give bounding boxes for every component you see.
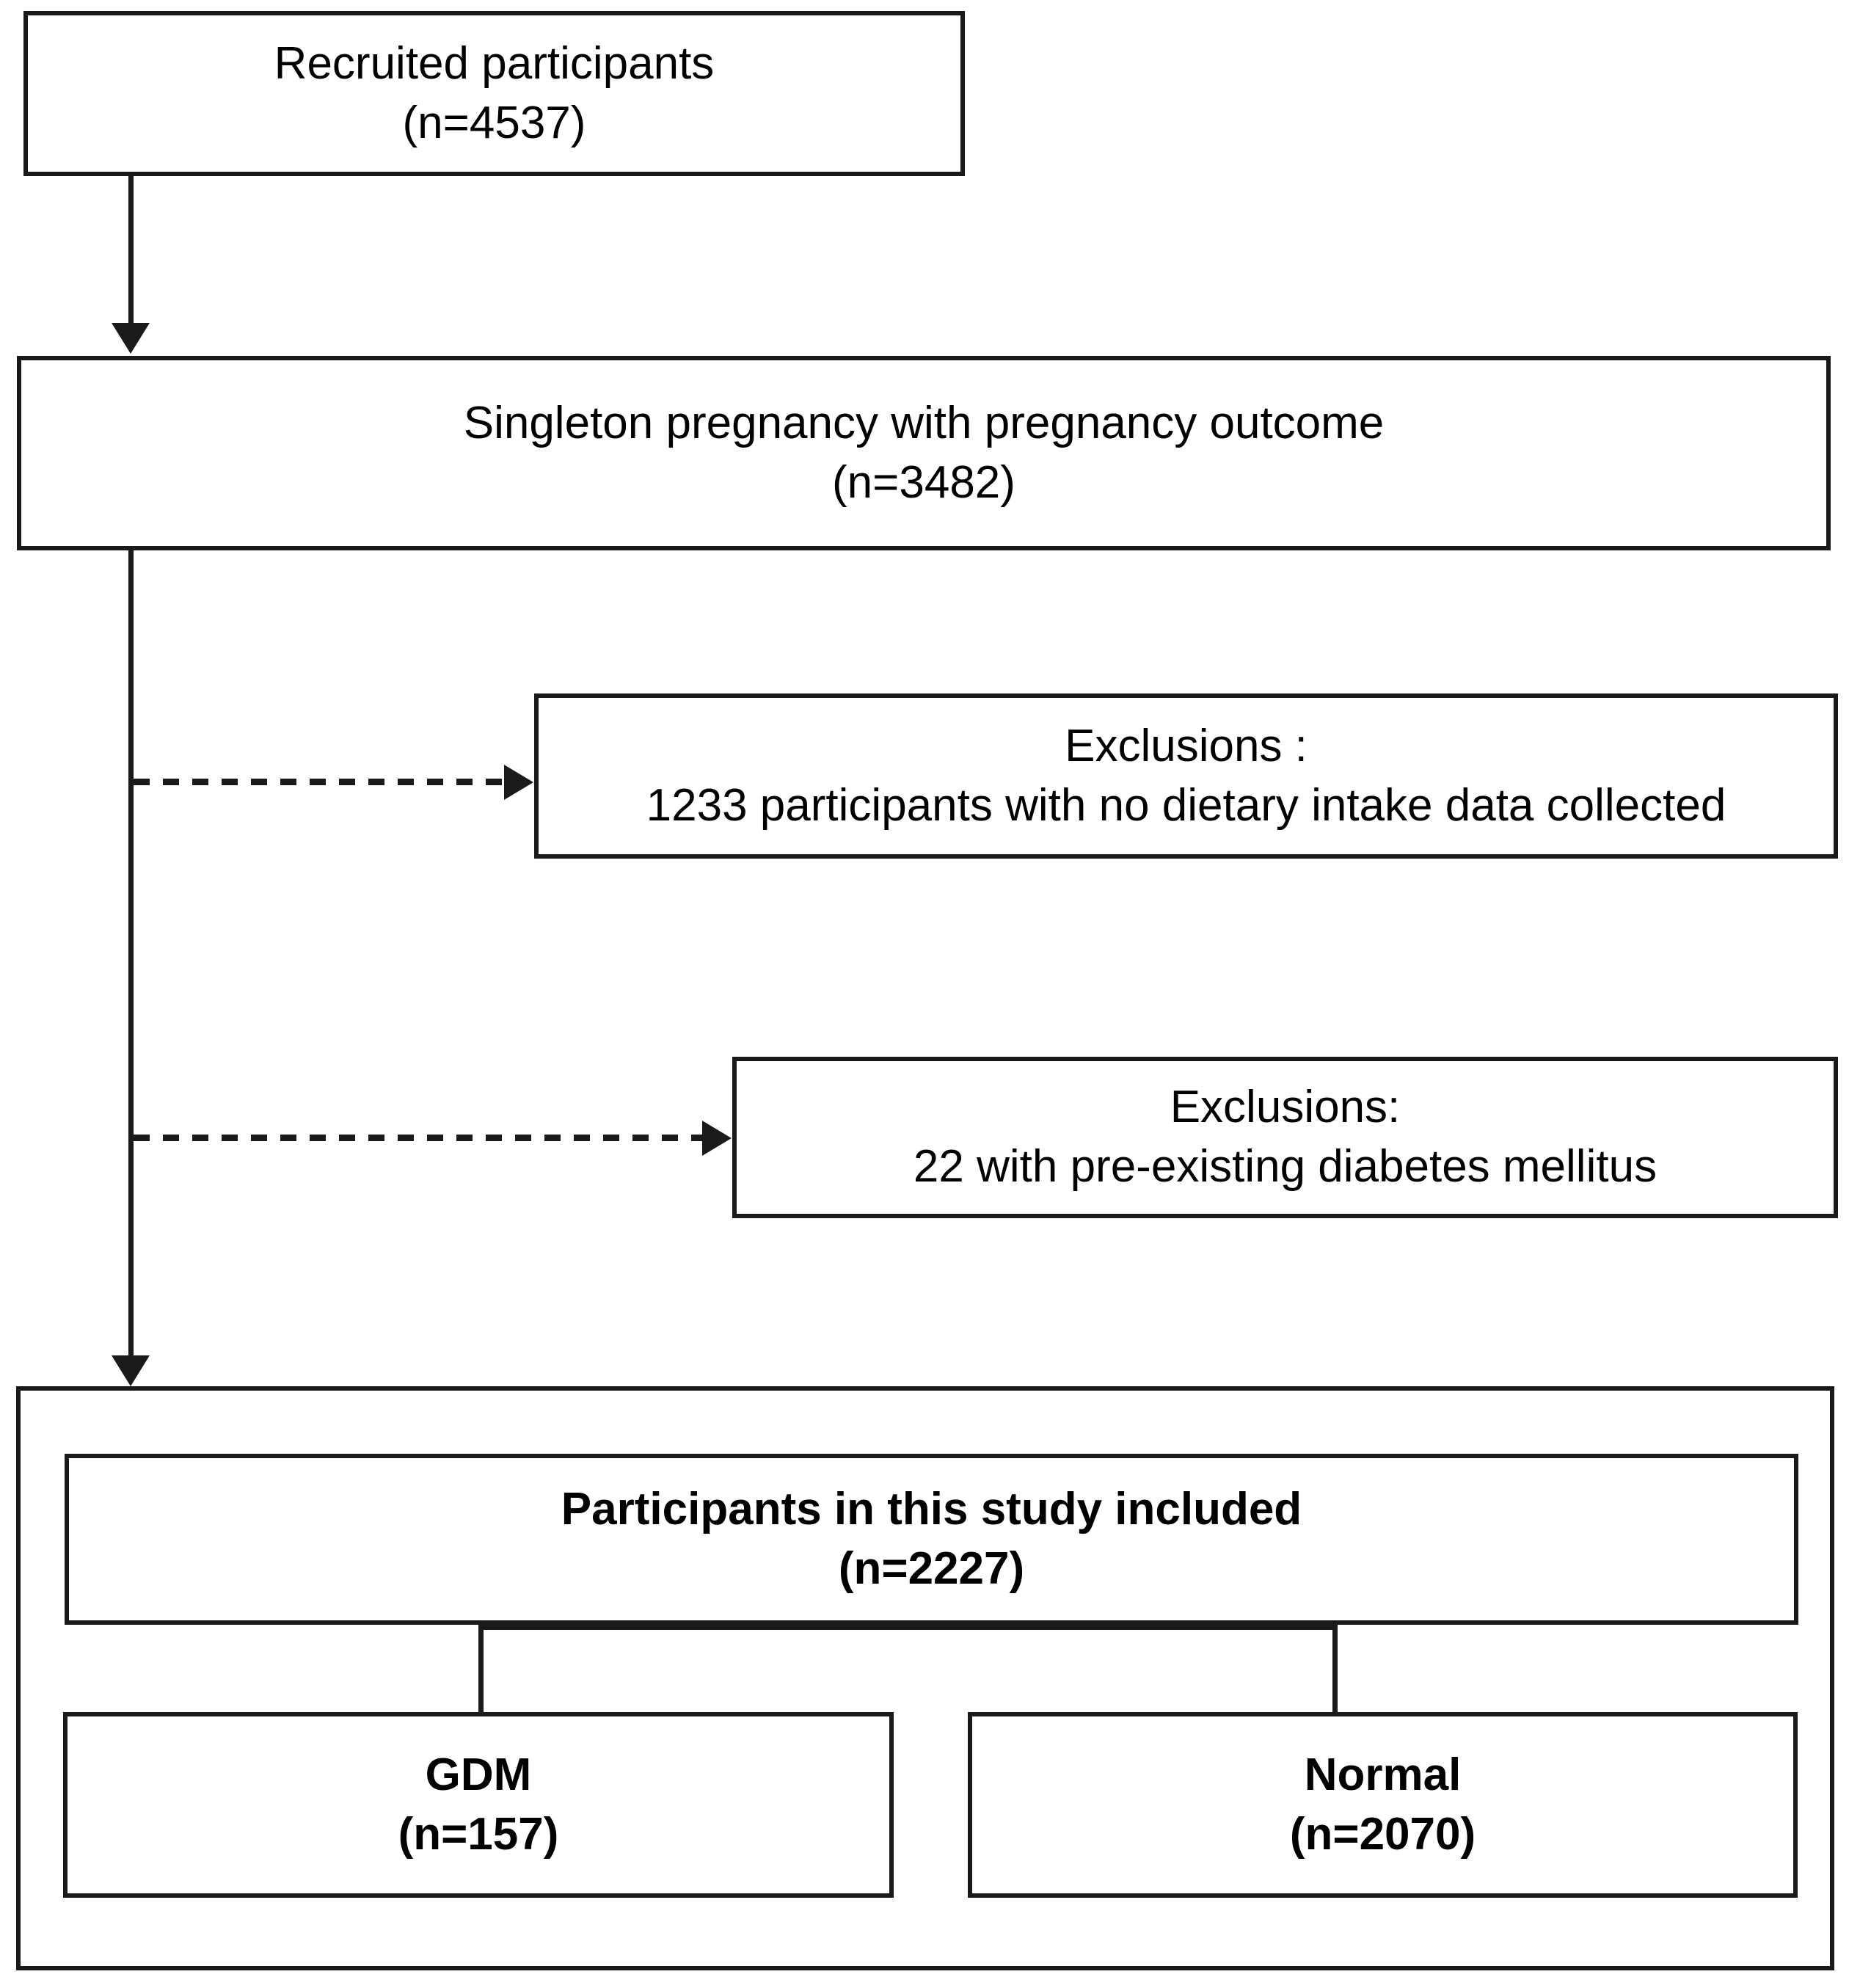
- node-singleton-pregnancy: Singleton pregnancy with pregnancy outco…: [17, 356, 1831, 550]
- connector-singleton-to-included: [128, 550, 134, 1361]
- node-gdm-group: GDM (n=157): [63, 1712, 894, 1898]
- node-normal-group: Normal (n=2070): [968, 1712, 1798, 1898]
- node-exclusion-pre-existing-diabetes: Exclusions: 22 with pre-existing diabete…: [732, 1057, 1838, 1218]
- node-exclusion-diabetes-title: Exclusions:: [1170, 1082, 1401, 1133]
- connector-recruited-to-singleton: [128, 176, 134, 323]
- arrow-right-icon: [702, 1121, 732, 1156]
- node-normal-title: Normal: [1304, 1749, 1462, 1800]
- node-included-title: Participants in this study included: [561, 1483, 1302, 1534]
- node-normal-count: (n=2070): [1289, 1808, 1476, 1860]
- connector-included-to-gdm: [478, 1625, 484, 1712]
- node-recruited-count: (n=4537): [402, 97, 586, 148]
- node-gdm-title: GDM: [425, 1749, 532, 1800]
- node-exclusion-diabetes-detail: 22 with pre-existing diabetes mellitus: [913, 1141, 1657, 1192]
- node-recruited-participants: Recruited participants (n=4537): [23, 11, 965, 176]
- arrow-down-icon: [112, 1355, 150, 1386]
- node-exclusion-diet-detail: 1233 participants with no dietary intake…: [646, 779, 1726, 831]
- connector-dashed-exclusion-diet: [134, 779, 504, 785]
- node-included-count: (n=2227): [838, 1543, 1025, 1594]
- node-recruited-title: Recruited participants: [274, 37, 715, 89]
- node-singleton-count: (n=3482): [832, 456, 1015, 508]
- node-study-population-group: Participants in this study included (n=2…: [16, 1386, 1834, 1970]
- arrow-down-icon: [112, 323, 150, 354]
- connector-included-to-normal: [1332, 1625, 1338, 1712]
- node-exclusion-diet-title: Exclusions :: [1065, 720, 1308, 771]
- node-gdm-count: (n=157): [398, 1808, 559, 1860]
- arrow-right-icon: [504, 765, 533, 800]
- connector-split-horizontal: [478, 1625, 1338, 1630]
- node-singleton-title: Singleton pregnancy with pregnancy outco…: [463, 397, 1385, 448]
- node-participants-included: Participants in this study included (n=2…: [65, 1454, 1798, 1625]
- connector-dashed-exclusion-diabetes: [134, 1135, 702, 1141]
- node-exclusion-dietary-data: Exclusions : 1233 participants with no d…: [534, 693, 1838, 859]
